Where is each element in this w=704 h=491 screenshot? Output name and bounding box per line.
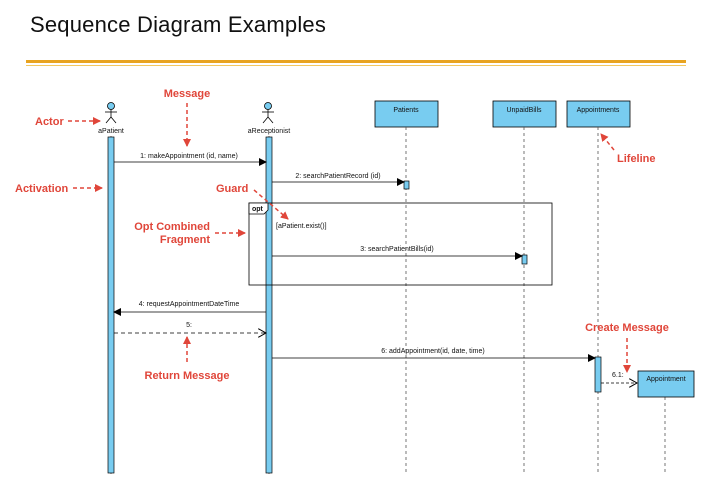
message-6-label: 6: addAppointment(id, date, time) — [381, 348, 485, 355]
annotation-actor-label: Actor — [35, 116, 64, 128]
annotation-guard-label: Guard — [216, 183, 248, 195]
annotation-lifeline-label: Lifeline — [617, 153, 656, 165]
message-3-label: 3: searchPatientBills(id) — [360, 246, 434, 253]
message-4: 4: requestAppointmentDateTime — [113, 301, 266, 316]
title-rule-thin — [26, 65, 686, 66]
annotation-activation-label: Activation — [15, 183, 68, 195]
message-2: 2: searchPatientRecord (id) — [272, 173, 405, 186]
annotation-return-message: Return Message — [145, 336, 230, 382]
activation-appointments — [594, 356, 602, 393]
message-2-label: 2: searchPatientRecord (id) — [295, 173, 380, 180]
annotation-create-message-label: Create Message — [585, 322, 669, 334]
lifeline-appointments-label: Appointments — [577, 107, 620, 114]
annotation-message: Message — [164, 88, 210, 147]
actor-receptionist: aReceptionist — [248, 102, 290, 135]
opt-operator-label: opt — [252, 206, 264, 213]
message-5-label: 5: — [186, 322, 192, 329]
lifeline-box-appointment: Appointment — [637, 370, 695, 398]
opt-guard-text: [aPatient.exist()] — [276, 223, 327, 230]
activation-receptionist — [265, 136, 273, 474]
lifeline-box-patients: Patients — [374, 100, 439, 128]
message-1: 1: makeAppointment (id, name) — [114, 153, 267, 166]
actor-patient-label: aPatient — [98, 128, 124, 135]
message-1-label: 1: makeAppointment (id, name) — [140, 153, 238, 160]
message-4-label: 4: requestAppointmentDateTime — [139, 301, 240, 308]
annotation-return-message-label: Return Message — [145, 370, 230, 382]
message-6: 6: addAppointment(id, date, time) — [272, 348, 596, 362]
lifeline-box-appointments: Appointments — [566, 100, 631, 128]
annotation-create-message: Create Message — [585, 322, 669, 373]
message-5-return: 5: — [114, 322, 266, 333]
lifeline-box-unpaidbills: UnpaidBills — [492, 100, 557, 128]
message-6-1-label: 6.1: — [612, 372, 624, 379]
activation-unpaidbills — [521, 254, 528, 265]
opt-fragment: opt [aPatient.exist()] — [248, 202, 553, 286]
annotation-message-label: Message — [164, 88, 210, 100]
annotation-opt-line2: Fragment — [160, 234, 210, 246]
annotation-guard: Guard — [216, 183, 289, 220]
annotation-lifeline: Lifeline — [600, 133, 656, 165]
lifeline-patients-label: Patients — [393, 107, 419, 114]
actor-receptionist-label: aReceptionist — [248, 128, 290, 135]
annotation-activation: Activation — [15, 183, 103, 195]
message-6-1-create: 6.1: — [601, 372, 637, 383]
activation-patient — [107, 136, 115, 474]
page-title: Sequence Diagram Examples — [30, 12, 327, 37]
message-3: 3: searchPatientBills(id) — [272, 246, 523, 260]
annotation-opt-line1: Opt Combined — [134, 221, 210, 233]
annotation-actor: Actor — [35, 116, 101, 128]
lifeline-unpaidbills-label: UnpaidBills — [506, 107, 542, 114]
activation-patients — [403, 180, 410, 190]
actor-patient: aPatient — [98, 102, 124, 135]
title-rule — [26, 60, 686, 63]
annotation-opt-fragment: Opt Combined Fragment — [134, 221, 246, 246]
lifeline-appointment-label: Appointment — [646, 376, 685, 383]
